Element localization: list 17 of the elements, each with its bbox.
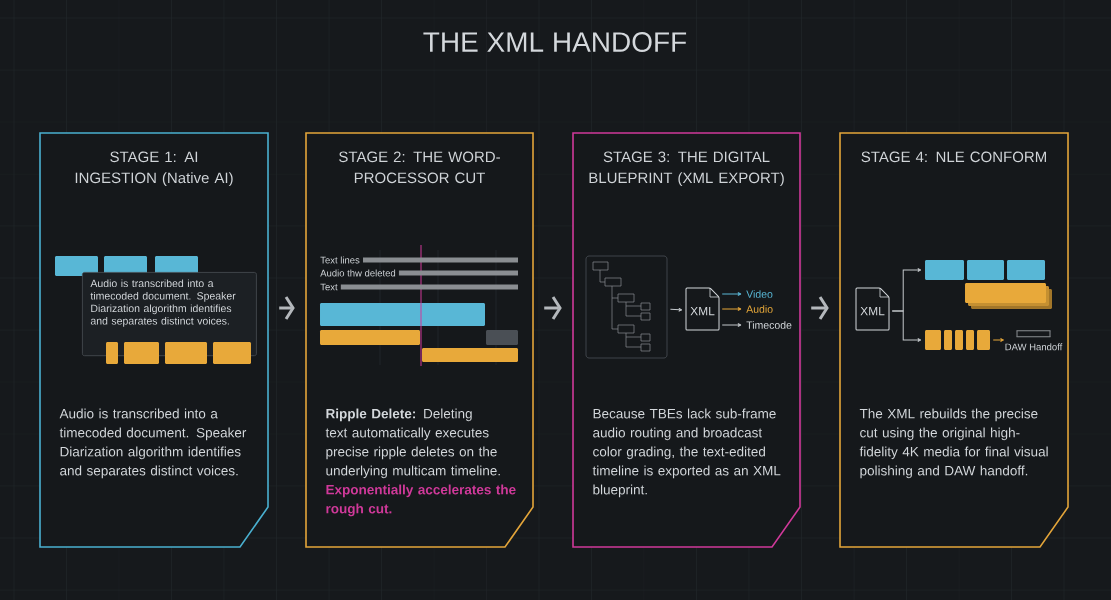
track-label: Text lines: [320, 256, 360, 264]
daw-handoff-box: DAW Handoff: [1005, 330, 1063, 351]
arrow: [721, 323, 742, 327]
video-track-drawing: [925, 260, 1045, 280]
arrow: [721, 307, 742, 311]
output-label: Audio: [746, 305, 773, 313]
track-label: Text: [320, 283, 338, 291]
output-label: Video: [746, 290, 773, 298]
arrow: [721, 292, 742, 296]
arrow: [992, 338, 1004, 342]
arrow: [669, 307, 683, 312]
title: THE XML HANDOFF: [423, 32, 687, 52]
hierarchy-drawing: [585, 255, 668, 359]
track-label: Audio thw deleted: [320, 269, 396, 277]
output-label: Timecode: [746, 321, 792, 329]
arrow: [891, 310, 922, 342]
audio-track-drawing: [925, 330, 990, 350]
